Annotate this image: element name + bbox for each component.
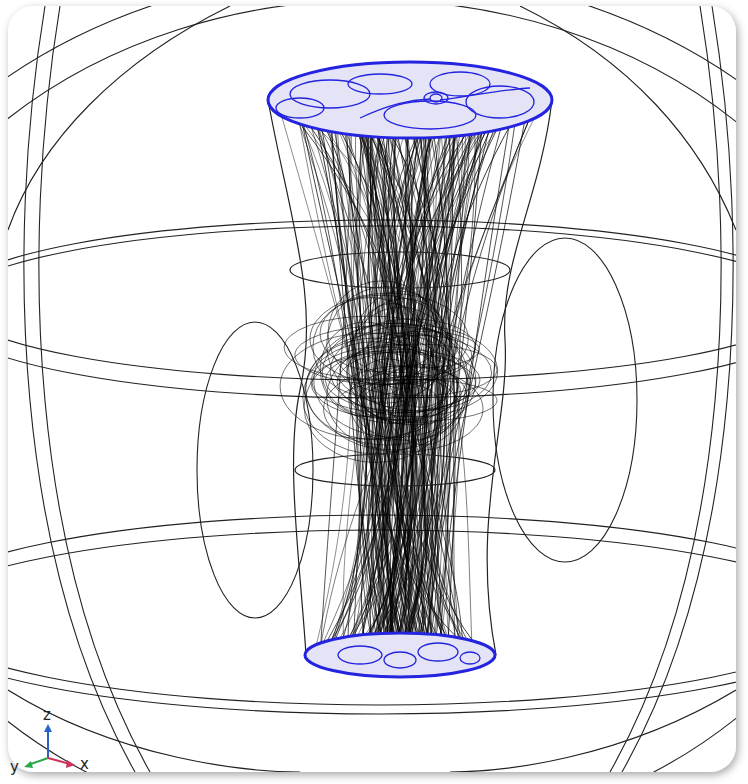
axis-triad [24, 724, 75, 768]
joint-mesh [339, 380, 497, 422]
fiber-line [320, 124, 472, 652]
joint-mesh [312, 352, 475, 413]
bounding-spheres [8, 6, 736, 772]
top-cross-section [268, 62, 552, 138]
muscle-wireframe [276, 70, 539, 672]
joint-mesh [380, 364, 461, 423]
leg-outline [268, 100, 552, 655]
joint-mesh [387, 335, 455, 407]
joint-mesh [365, 331, 479, 368]
joint-mesh [347, 335, 492, 411]
joint-mesh [303, 342, 448, 454]
joint-mesh [353, 303, 431, 407]
frame [8, 6, 736, 772]
axis-label: y [10, 760, 19, 775]
joint-mesh [349, 359, 426, 441]
joint-mesh [330, 325, 497, 417]
fiber-line [370, 77, 497, 666]
joint-mesh [310, 293, 468, 384]
axis-label: x [80, 757, 89, 772]
joint-mesh [363, 383, 438, 420]
bottom-cross-section [305, 633, 495, 677]
fiber-line [376, 78, 467, 645]
fiber-line [357, 118, 389, 655]
joint-mesh [381, 329, 467, 445]
joint-mesh [327, 344, 460, 450]
joint-mesh [311, 347, 454, 418]
axis-label: z [43, 708, 51, 723]
fiber-line [334, 132, 405, 646]
fiber-line [366, 116, 428, 658]
joint-mesh [306, 333, 469, 445]
